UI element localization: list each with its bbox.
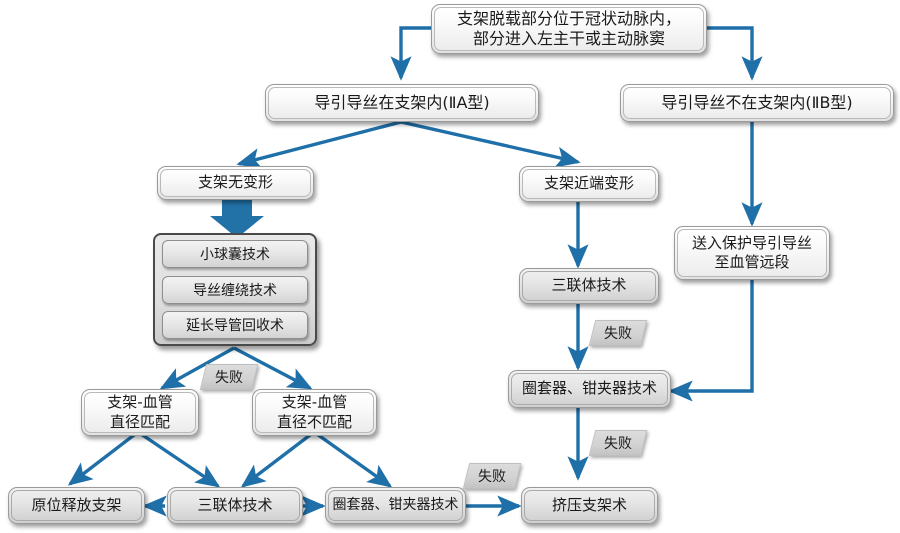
fail-tag-snare-bottom-label: 失败 [478, 469, 506, 485]
node-branch-a-label: 导引导丝在支架内(ⅡA型) [314, 92, 490, 112]
node-triad-bottom[interactable]: 三联体技术 [167, 487, 303, 524]
node-match-label: 支架-血管 直径匹配 [107, 393, 173, 431]
fail-tag-snare-mid: 失败 [588, 430, 648, 456]
node-triad-bottom-label: 三联体技术 [197, 495, 273, 514]
technique-item-1-label: 导丝缠绕技术 [193, 282, 277, 299]
thick-block-arrow [210, 200, 264, 238]
node-triad-mid-label: 三联体技术 [551, 276, 627, 295]
fail-tag-snare-mid-label: 失败 [604, 436, 632, 452]
node-no-deform[interactable]: 支架无变形 [157, 166, 314, 200]
technique-item-2-label: 延长导管回收术 [186, 318, 284, 334]
node-proximal-deform[interactable]: 支架近端变形 [519, 166, 659, 202]
node-proximal-deform-label: 支架近端变形 [543, 174, 634, 193]
fail-tag-snare-bottom: 失败 [462, 463, 522, 489]
node-mismatch[interactable]: 支架-血管 直径不匹配 [252, 389, 377, 436]
fail-tag-triad-mid: 失败 [588, 320, 648, 346]
technique-item-0-label: 小球囊技术 [200, 247, 270, 263]
node-branch-b[interactable]: 导引导丝不在支架内(ⅡB型) [620, 84, 894, 122]
node-insitu-release[interactable]: 原位释放支架 [8, 487, 145, 524]
technique-item-2[interactable]: 延长导管回收术 [162, 311, 308, 339]
node-crush[interactable]: 挤压支架术 [521, 487, 658, 524]
technique-item-0[interactable]: 小球囊技术 [162, 240, 308, 268]
node-root[interactable]: 支架脱载部分位于冠状动脉内， 部分进入左主干或主动脉窦 [431, 4, 707, 54]
technique-group: 小球囊技术 导丝缠绕技术 延长导管回收术 [153, 233, 317, 346]
node-protect-wire-label: 送入保护导引导丝 至血管远段 [691, 233, 812, 271]
node-root-label: 支架脱载部分位于冠状动脉内， 部分进入左主干或主动脉窦 [456, 8, 681, 48]
node-insitu-release-label: 原位释放支架 [31, 495, 122, 514]
node-snare-mid[interactable]: 圈套器、钳夹器技术 [508, 370, 671, 408]
node-triad-mid[interactable]: 三联体技术 [519, 268, 659, 304]
node-mismatch-label: 支架-血管 直径不匹配 [276, 393, 352, 431]
fail-tag-group-label: 失败 [215, 370, 243, 386]
node-branch-b-label: 导引导丝不在支架内(ⅡB型) [661, 92, 853, 112]
node-match[interactable]: 支架-血管 直径匹配 [81, 389, 199, 436]
fail-tag-triad-mid-label: 失败 [604, 326, 632, 342]
node-snare-bottom-label: 圈套器、钳夹器技术 [332, 496, 459, 513]
fail-tag-group: 失败 [199, 364, 259, 390]
node-snare-mid-label: 圈套器、钳夹器技术 [521, 379, 657, 398]
node-protect-wire[interactable]: 送入保护导引导丝 至血管远段 [674, 226, 830, 280]
node-snare-bottom[interactable]: 圈套器、钳夹器技术 [325, 487, 466, 524]
node-no-deform-label: 支架无变形 [197, 173, 273, 192]
node-branch-a[interactable]: 导引导丝在支架内(ⅡA型) [265, 84, 539, 122]
technique-item-1[interactable]: 导丝缠绕技术 [162, 275, 308, 304]
node-crush-label: 挤压支架术 [551, 495, 627, 514]
